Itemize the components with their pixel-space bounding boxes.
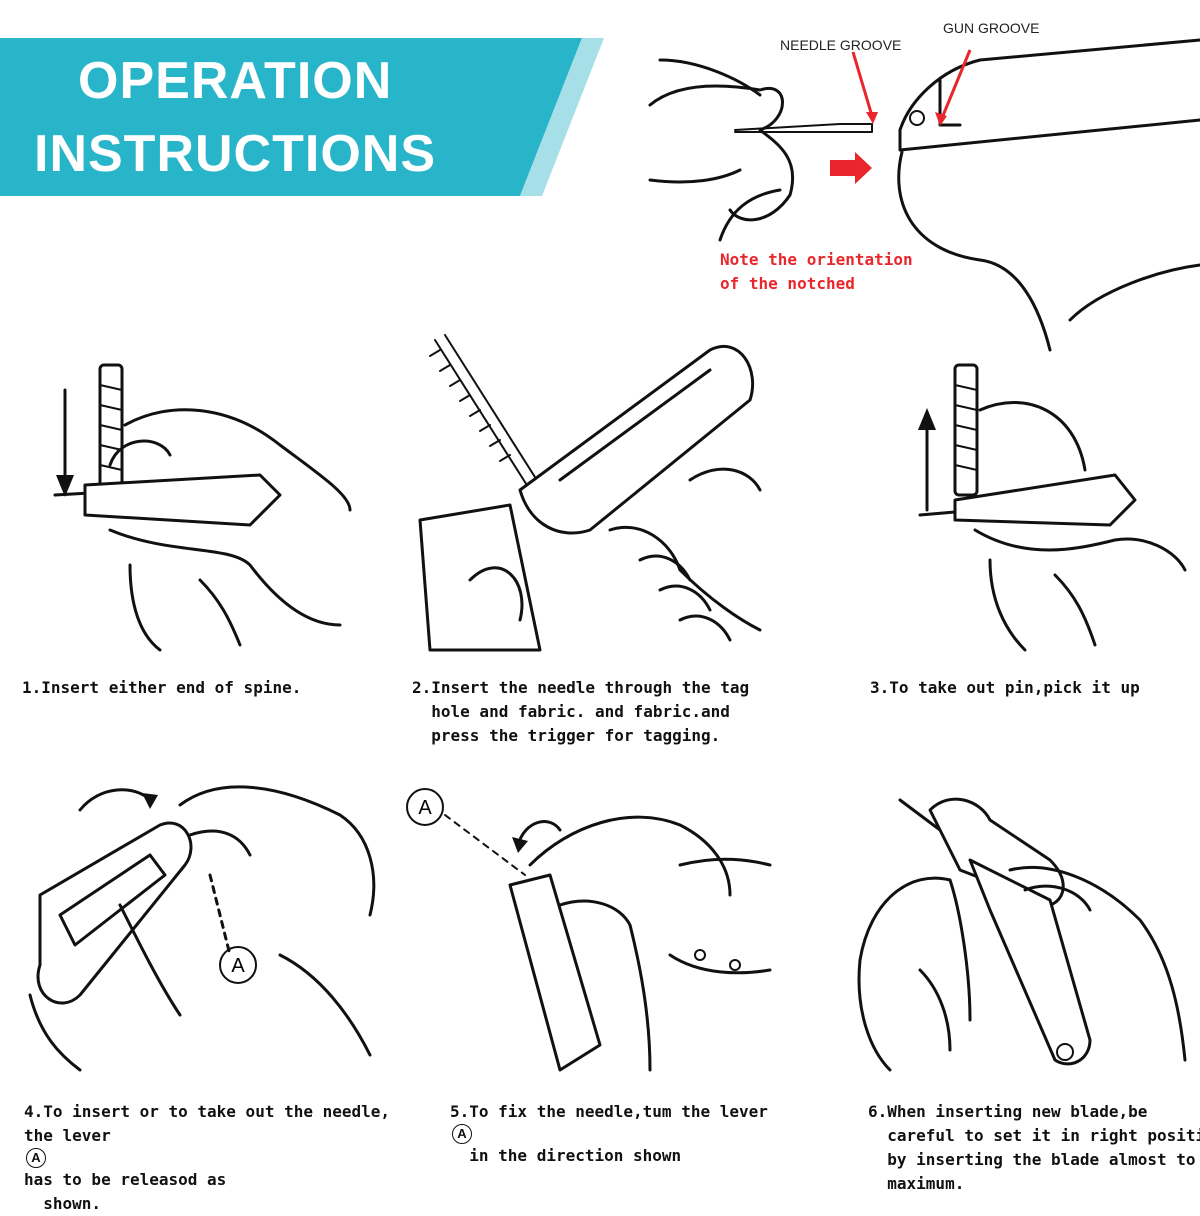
step1-illustration [53,363,352,652]
step4-caption: 4.To insert or to take out the needle, t… [24,1100,390,1216]
lever-a-inline-5: A [452,1124,472,1144]
step3-caption: 3.To take out pin,pick it up [870,676,1140,700]
gun-hand-illustration [648,38,1200,352]
header-banner [0,38,620,196]
step4-line2: the lever A has to be releasod as [24,1124,390,1192]
step2-illustration [418,334,762,652]
step4-line3: shown. [24,1194,102,1213]
step2-line2: hole and fabric. and fabric.and [412,702,730,721]
step3-illustration [918,363,1187,652]
step6-line3: by inserting the blade almost to [868,1150,1196,1169]
page-title-line2: INSTRUCTIONS [34,125,436,183]
orientation-note: Note the orientation of the notched [720,248,913,296]
lever-a-marker-4 [219,946,257,984]
orientation-note-line2: of the notched [720,274,855,293]
step5-illustration: A [406,788,772,1072]
banner-fill [0,38,582,196]
step1-caption: 1.Insert either end of spine. [22,676,301,700]
step6-illustration [857,797,1187,1072]
page-title-line1: OPERATION [78,52,393,110]
lever-a-label-5: A [418,797,432,819]
step2-line3: press the trigger for tagging. [412,726,721,745]
needle-groove-label: NEEDLE GROOVE [780,37,902,53]
banner-shape [0,38,604,196]
step6-line4: maximum. [868,1174,965,1193]
insert-direction-arrow [830,152,872,184]
step5-line1-pre: 5.To fix the needle,tum the lever [450,1102,768,1121]
lever-a-inline-4: A [26,1148,46,1168]
lever-a-marker-5 [406,788,444,826]
step2-line1: 2.Insert the needle through the tag [412,678,750,697]
step6-line2: careful to set it in right positior [868,1126,1200,1145]
needle-insertion-diagram: NEEDLE GROOVE GUN GROOVE [640,20,1200,352]
orientation-note-line1: Note the orientation [720,250,913,269]
gun-groove-label: GUN GROOVE [943,20,1040,36]
step6-caption: 6.When inserting new blade,be careful to… [868,1100,1200,1196]
step2-caption: 2.Insert the needle through the tag hole… [412,676,749,748]
step5-caption: 5.To fix the needle,tum the lever A in t… [450,1100,768,1168]
lever-a-label-4: A [231,955,245,977]
step1-line1: 1.Insert either end of spine. [22,678,302,697]
banner-stripe [520,38,604,196]
step4-line2-post: has to be releasod as [24,1170,227,1189]
step4-illustration: A [28,785,376,1072]
step3-line1: 3.To take out pin,pick it up [870,678,1140,697]
step5-line2: in the direction shown [450,1146,682,1165]
step6-line1: 6.When inserting new blade,be [868,1102,1148,1121]
step4-line1: 4.To insert or to take out the needle, [24,1102,391,1121]
step5-line1: 5.To fix the needle,tum the lever A [450,1100,768,1144]
step4-line2-pre: the lever [24,1126,111,1145]
